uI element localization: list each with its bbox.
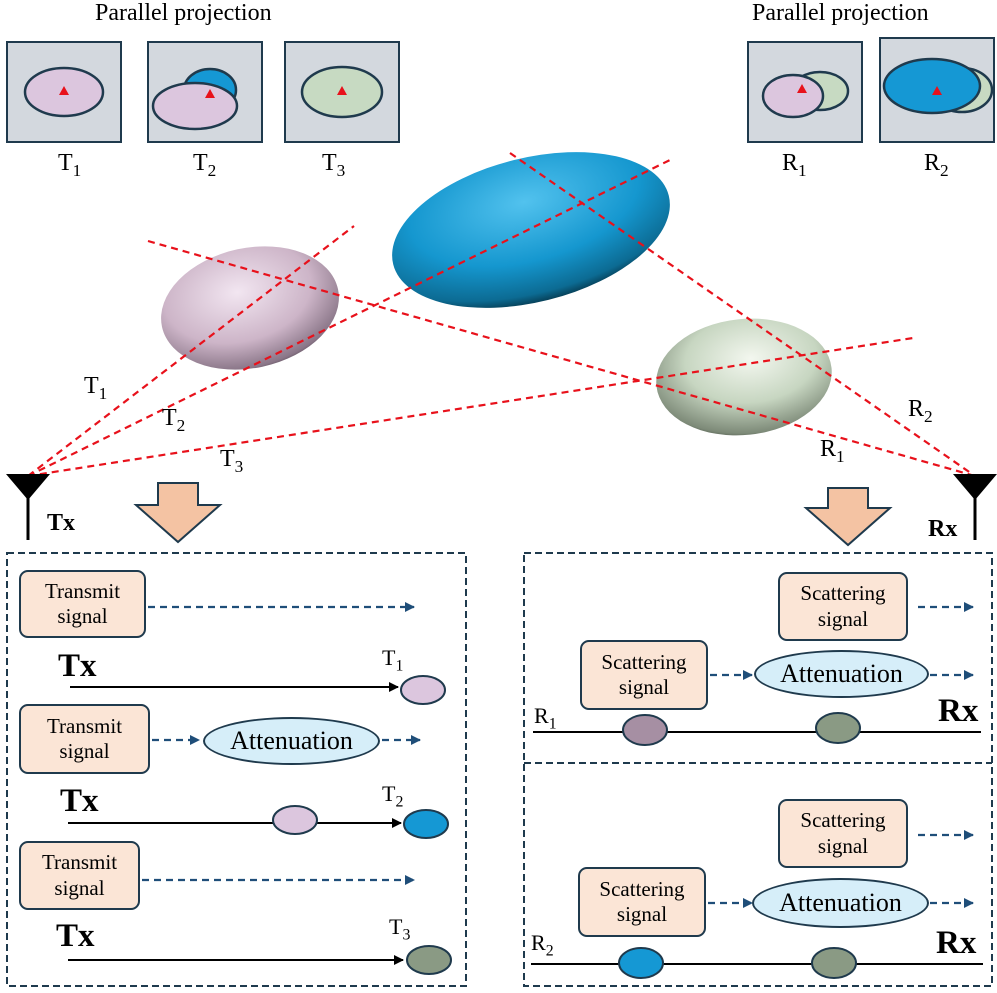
ray-label-r1: R1: [820, 436, 845, 467]
scattering-signal-box-left-1: Scattering signal: [580, 640, 708, 710]
target-oval-t1: [400, 675, 446, 705]
left-projection-title: Parallel projection: [95, 0, 272, 26]
tx-label-row1: Tx: [58, 648, 97, 684]
transmit-signal-box-3: Transmit signal: [19, 841, 140, 910]
panel-label-t3: T3: [322, 150, 346, 181]
projection-panel-t2: [147, 41, 263, 143]
panel-label-r1: R1: [782, 150, 807, 181]
ray-label-t1: T1: [84, 373, 108, 404]
right-signal-lines: [531, 731, 983, 965]
green-scatterer: [656, 318, 832, 436]
tx-label-row3: Tx: [56, 918, 95, 954]
left-down-arrow: [133, 482, 223, 544]
line-label-r1: R1: [534, 703, 557, 733]
transmit-signal-box-1: Transmit signal: [19, 570, 146, 638]
r2-oval-blue: [618, 947, 664, 979]
line-label-r2: R2: [531, 930, 554, 960]
panel-label-t2: T2: [193, 150, 217, 181]
projection-panel-t1: [6, 41, 122, 143]
left-dashed-arrows: [142, 602, 421, 885]
panel-label-r2: R2: [924, 150, 949, 181]
tx-label-row2: Tx: [60, 783, 99, 819]
ray-label-t2: T2: [162, 405, 186, 436]
rx-label-group1: Rx: [938, 693, 979, 729]
ray-label-r2: R2: [908, 396, 933, 427]
r1-oval-green: [815, 712, 861, 744]
rx-label-group2: Rx: [936, 925, 977, 961]
panel-label-t1: T1: [58, 150, 82, 181]
pass-oval-pink: [272, 805, 318, 835]
projection-panel-r2: [879, 37, 995, 143]
scattering-signal-box-left-2: Scattering signal: [578, 867, 706, 937]
ray-label-t3: T3: [220, 446, 244, 477]
attenuation-oval-right-1: Attenuation: [754, 650, 929, 698]
rx-antenna: [953, 474, 997, 540]
scattering-signal-box-top-1: Scattering signal: [778, 572, 908, 641]
blue-scatterer: [392, 152, 670, 308]
r2-oval-green: [811, 947, 857, 979]
left-process-frame: [6, 552, 467, 987]
target-label-t3: T3: [389, 914, 411, 944]
projection-panel-r1: [747, 41, 863, 143]
target-oval-t3: [406, 945, 452, 975]
r1-oval-pink: [622, 714, 668, 746]
target-label-t1: T1: [382, 645, 404, 675]
transmit-signal-box-2: Transmit signal: [19, 704, 150, 774]
scattering-signal-box-top-2: Scattering signal: [778, 799, 908, 868]
target-label-t2: T2: [382, 781, 404, 811]
propagation-rays: [27, 152, 976, 478]
target-oval-t2: [403, 809, 449, 839]
right-down-arrow: [803, 487, 893, 547]
pink-scatterer: [161, 246, 339, 370]
tx-antenna: [6, 474, 50, 540]
rx-antenna-label: Rx: [928, 516, 958, 542]
attenuation-oval-left: Attenuation: [203, 717, 380, 765]
tx-antenna-label: Tx: [47, 510, 76, 536]
right-process-frame: [523, 552, 993, 987]
attenuation-oval-right-2: Attenuation: [752, 878, 929, 928]
right-dashed-arrows: [708, 602, 974, 908]
right-projection-title: Parallel projection: [752, 0, 929, 26]
projection-panel-t3: [284, 41, 400, 143]
left-signal-lines: [68, 682, 404, 965]
